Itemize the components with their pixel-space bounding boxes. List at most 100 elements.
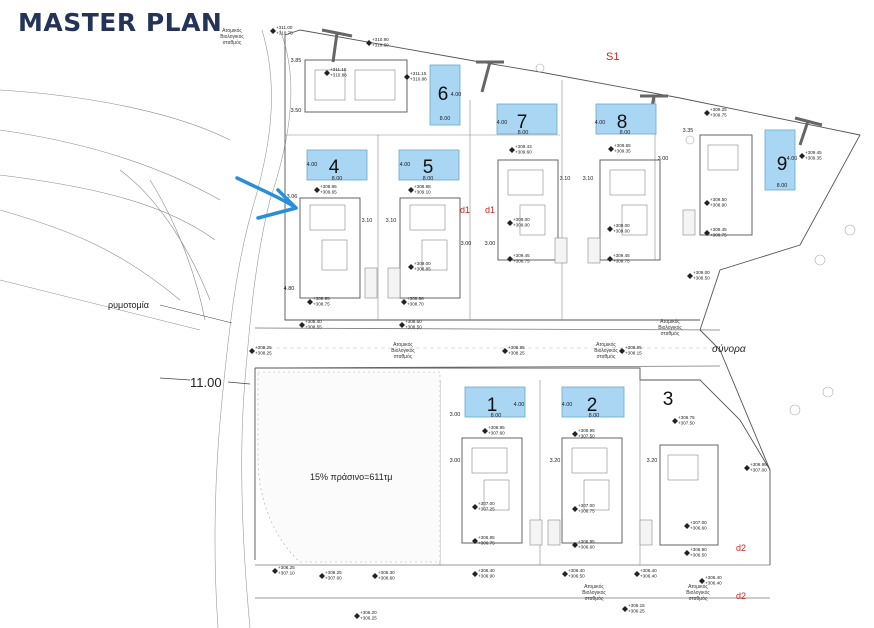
elevation-point: +306.95+307.00 (744, 462, 767, 473)
svg-text:σταθμός: σταθμός (394, 353, 413, 360)
level-value-lower: +310.60 (372, 43, 389, 48)
level-value-upper: +308.88 (407, 296, 424, 301)
level-marker-icon (319, 573, 325, 579)
level-marker-icon (799, 153, 805, 159)
elevation-point: +311.00+310.75 (270, 25, 293, 36)
svg-text:4.80: 4.80 (284, 286, 295, 292)
elevation-levels: +311.00+310.75 +310.90+310.60 +311.15+310.… (249, 25, 822, 621)
level-value-lower: +308.70 (407, 302, 424, 307)
level-value-upper: +307.00 (690, 520, 707, 525)
svg-text:Βιολογικός: Βιολογικός (582, 589, 606, 596)
elevation-point: +308.85+308.15 (619, 345, 642, 356)
svg-text:σταθμός: σταθμός (223, 39, 242, 46)
pool-9 (764, 129, 796, 191)
elevation-point: +308.95+309.65 (314, 184, 337, 195)
svg-text:Βιολογικός: Βιολογικός (658, 324, 682, 331)
level-marker-icon (324, 70, 330, 76)
level-marker-icon (372, 573, 378, 579)
elevation-point: +306.95+307.50 (572, 428, 595, 439)
svg-text:3.20: 3.20 (550, 458, 561, 464)
elevation-point: +308.88+308.70 (401, 296, 424, 307)
elevation-point: +309.00+308.50 (687, 270, 710, 281)
level-value-lower: +309.75 (710, 113, 727, 118)
level-marker-icon (572, 431, 578, 437)
level-value-upper: +306.95 (578, 428, 595, 433)
svg-text:3.00: 3.00 (450, 458, 461, 464)
label-road-width: 11.00 (190, 375, 222, 390)
level-value-upper: +306.95 (578, 539, 595, 544)
level-marker-icon (687, 273, 693, 279)
level-marker-icon (608, 146, 614, 152)
level-value-upper: +306.95 (750, 462, 767, 467)
terrain-contours (0, 29, 292, 628)
level-marker-icon (408, 264, 414, 270)
level-value-upper: +309.45 (613, 253, 630, 258)
survey-t-markers (321, 28, 823, 146)
elevation-point: +309.45+308.75 (507, 253, 530, 264)
pool-1 (464, 386, 526, 418)
level-value-lower: +307.60 (488, 431, 505, 436)
level-value-lower: +308.50 (405, 325, 422, 330)
level-marker-icon (634, 571, 640, 577)
elevation-point: +306.95+306.75 (472, 535, 495, 546)
level-value-lower: +308.85 (414, 267, 431, 272)
level-value-lower: +307.50 (578, 434, 595, 439)
level-value-lower: +306.40 (640, 574, 657, 579)
elevation-point: +308.25+307.10 (272, 565, 295, 576)
elevation-point: +309.65+309.35 (608, 143, 631, 154)
level-marker-icon (272, 568, 278, 574)
marker-d1-left: d1 (460, 205, 470, 215)
svg-text:3.00: 3.00 (461, 241, 472, 247)
plot-number-2: 2 (587, 395, 598, 416)
level-marker-icon (502, 348, 508, 354)
level-value-upper: +306.90 (690, 547, 707, 552)
level-value-upper: +306.95 (488, 425, 505, 430)
level-value-lower: +306.75 (478, 541, 495, 546)
level-value-lower: +309.35 (805, 156, 822, 161)
level-value-upper: +309.00 (414, 261, 431, 266)
pool-4 (306, 149, 368, 181)
house-footprints (299, 59, 753, 546)
level-marker-icon (572, 506, 578, 512)
level-marker-icon (509, 147, 515, 153)
svg-text:3.20: 3.20 (647, 458, 658, 464)
level-marker-icon (607, 256, 613, 262)
level-value-lower: +308.75 (313, 302, 330, 307)
svg-text:8.00: 8.00 (589, 413, 600, 419)
level-value-upper: +308.88 (414, 184, 431, 189)
level-marker-icon (299, 322, 305, 328)
elevation-point: +311.15+310.88 (404, 71, 427, 82)
level-value-lower: +309.65 (320, 190, 337, 195)
level-value-lower: +309.00 (513, 223, 530, 228)
level-value-lower: +306.60 (578, 545, 595, 550)
svg-text:4.00: 4.00 (562, 402, 573, 408)
level-value-lower: +308.25 (508, 351, 525, 356)
level-value-lower: +309.10 (414, 190, 431, 195)
level-marker-icon (507, 256, 513, 262)
level-value-upper: +309.45 (513, 253, 530, 258)
svg-text:3.06: 3.06 (287, 194, 298, 200)
level-value-upper: +310.90 (372, 37, 389, 42)
level-value-upper: +306.40 (568, 568, 585, 573)
level-marker-icon (672, 418, 678, 424)
elevation-point: +307.00+306.60 (684, 520, 707, 531)
elevation-point: +311.15+310.88 (324, 67, 347, 78)
level-value-upper: +308.95 (313, 296, 330, 301)
level-value-lower: +307.10 (278, 571, 295, 576)
level-value-upper: +307.00 (578, 503, 595, 508)
pools (306, 64, 796, 418)
level-value-upper: +306.95 (478, 535, 495, 540)
plot-number-1: 1 (487, 395, 498, 416)
level-value-lower: +308.25 (255, 351, 272, 356)
level-value-lower: +308.50 (693, 276, 710, 281)
elevation-point: +306.40+306.40 (634, 568, 657, 579)
level-value-lower: +306.40 (705, 581, 722, 586)
elevation-point: +306.30+306.60 (372, 570, 395, 581)
svg-text:3.10: 3.10 (560, 176, 571, 182)
svg-text:4.00: 4.00 (307, 162, 318, 168)
level-value-upper: +308.25 (325, 570, 342, 575)
elevation-point: +306.15+306.25 (622, 603, 645, 614)
label-synora: σύνορα (712, 343, 746, 355)
svg-text:σταθμός: σταθμός (661, 330, 680, 337)
level-value-upper: +306.15 (628, 603, 645, 608)
